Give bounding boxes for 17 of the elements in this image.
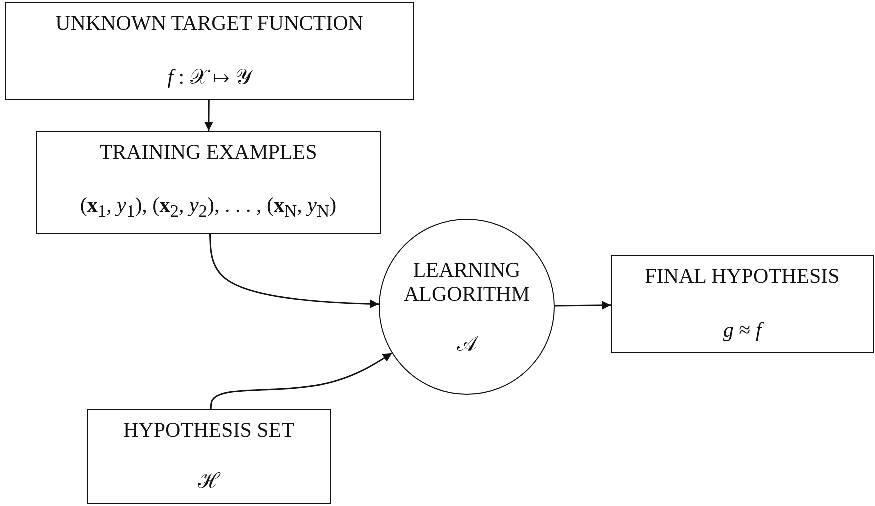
- formula: g ≈ f: [723, 318, 762, 342]
- formula: 𝒜: [457, 332, 477, 356]
- hypothesis-box: [611, 255, 874, 353]
- function-box: [5, 2, 414, 100]
- arrow: [210, 234, 380, 309]
- node-title: HYPOTHESIS SET: [124, 418, 294, 442]
- formula: f : 𝒳 ↦ 𝒴: [168, 65, 252, 89]
- node-title: UNKNOWN TARGET FUNCTION: [56, 11, 364, 35]
- node-title: LEARNING ALGORITHM: [403, 258, 531, 306]
- training-box: [36, 131, 381, 234]
- node-title: FINAL HYPOTHESIS: [645, 264, 840, 288]
- arrow: [204, 100, 214, 131]
- node-title: TRAINING EXAMPLES: [100, 140, 318, 164]
- formula: (x$_{1}$, y$_{1}$), (x$_{2}$, y$_{2}$), . . . , (x$_{N}$, y$_{N}$): [80, 192, 337, 223]
- arrow: [554, 301, 612, 310]
- formula: ℋ: [198, 469, 220, 493]
- hypothesis-set-box: [87, 409, 331, 504]
